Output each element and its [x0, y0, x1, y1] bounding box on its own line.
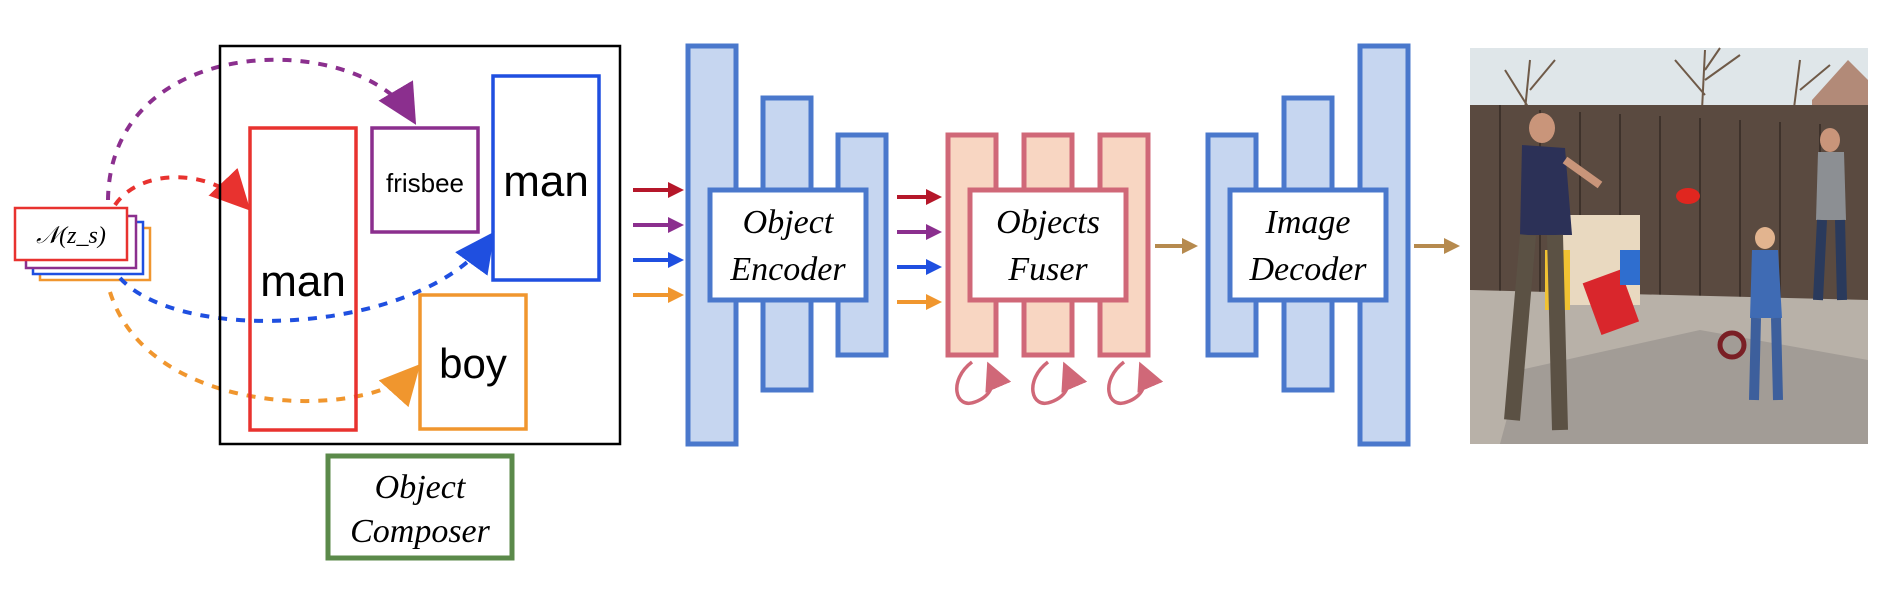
- output-image: [1470, 47, 1868, 444]
- fuser-line1: Objects: [996, 204, 1100, 241]
- arrow-decoder-to-image: [1414, 238, 1460, 254]
- encoder-line2: Encoder: [729, 251, 846, 288]
- image-decoder: Image Decoder: [1205, 43, 1411, 447]
- label-man-left: man: [260, 257, 346, 306]
- box-boy: [418, 293, 528, 431]
- object-encoder: Object Encoder: [685, 43, 889, 447]
- noise-card: [13, 206, 129, 262]
- noise-label: 𝒩(z_s): [36, 223, 106, 249]
- label-boy: boy: [439, 340, 507, 387]
- composer-box: [325, 453, 515, 561]
- composer-line1: Object: [375, 469, 467, 506]
- decoder-line2: Decoder: [1248, 251, 1367, 288]
- objects-fuser: Objects Fuser: [945, 132, 1164, 406]
- composer-line2: Composer: [350, 513, 491, 550]
- decoder-line1: Image: [1265, 204, 1351, 241]
- box-man-right: [491, 74, 601, 282]
- box-frisbee: [370, 126, 480, 234]
- fuser-input-arrows: [897, 189, 942, 310]
- loop-arrow-1: [955, 360, 1012, 406]
- encoder-line1: Object: [743, 204, 835, 241]
- noise-stack: 𝒩(z_s): [13, 206, 152, 282]
- encoder-input-arrows: [633, 182, 684, 303]
- fuser-line2: Fuser: [1007, 251, 1088, 288]
- label-man-right: man: [503, 157, 589, 206]
- arc-to-man-left: [113, 168, 251, 211]
- arc-to-frisbee: [106, 57, 417, 201]
- composer-canvas: [218, 44, 622, 446]
- box-man-left: [248, 126, 358, 432]
- loop-arrow-3: [1107, 360, 1164, 406]
- arc-to-man-right: [118, 231, 495, 323]
- loop-arrow-2: [1031, 360, 1088, 406]
- arrow-fuser-to-decoder: [1155, 238, 1198, 254]
- label-frisbee: frisbee: [386, 168, 464, 198]
